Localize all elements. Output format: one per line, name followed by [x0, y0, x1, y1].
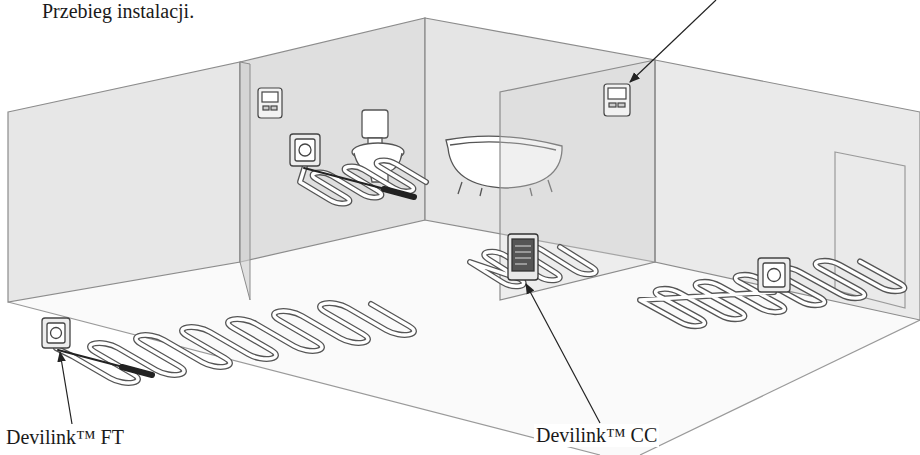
- heading-label: Przebieg instalacji.: [40, 0, 196, 23]
- wall: [655, 60, 920, 320]
- leader-arrow: [60, 0, 716, 424]
- callout-label: Devilink™ FT: [4, 426, 126, 449]
- partition-wall: [500, 60, 655, 300]
- callout-label: Devilink™ CC: [534, 424, 659, 447]
- heating-cable: [56, 161, 904, 383]
- thermostat-display: [258, 84, 630, 118]
- floor-edge: [640, 320, 920, 455]
- wall: [240, 18, 425, 262]
- control-cc: [508, 234, 538, 280]
- floor-sensor: [58, 168, 414, 375]
- partition-wall: [240, 62, 250, 300]
- toilet: [352, 110, 404, 182]
- wall: [8, 62, 240, 302]
- thermostat-ft: [42, 134, 790, 348]
